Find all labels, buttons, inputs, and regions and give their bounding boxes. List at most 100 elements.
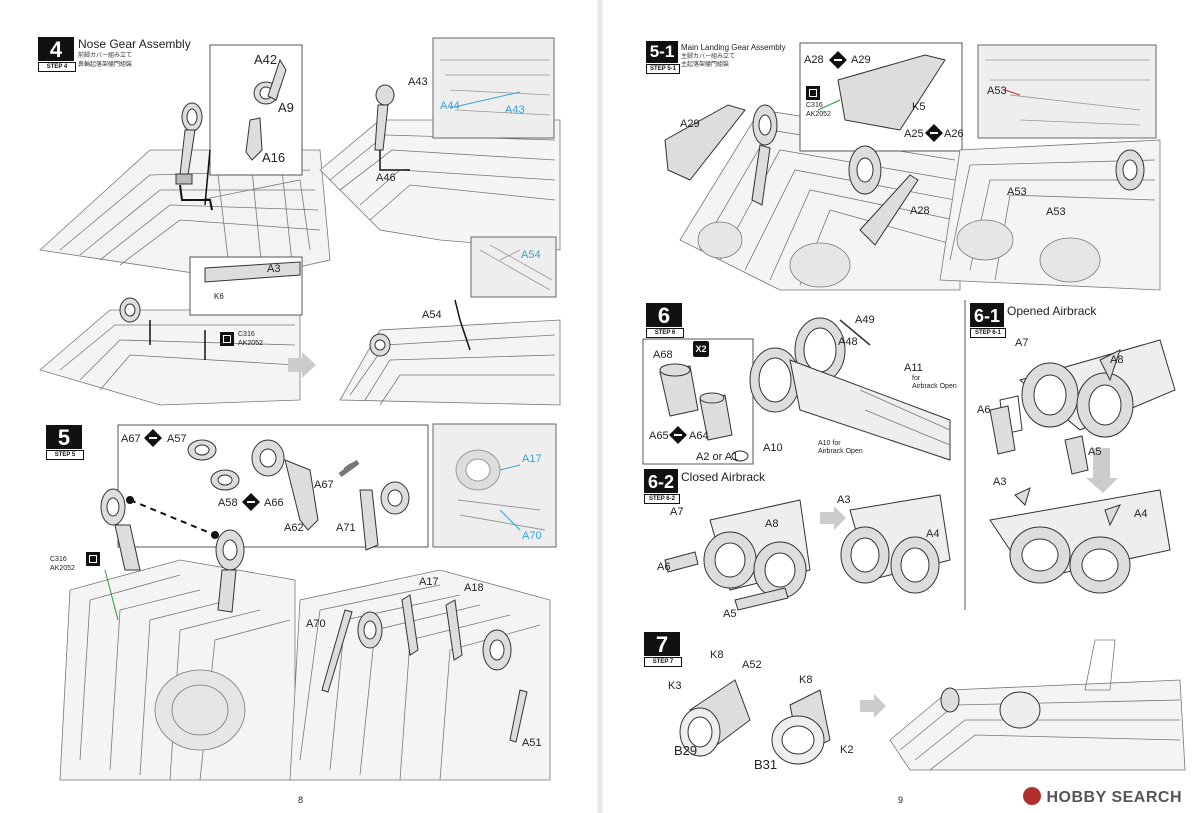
part-label-k5: K5 [912,101,926,113]
part-label-a29-box: A29 [851,54,871,66]
step4-subtitle-jp: 前脚カバー組み立て [78,53,133,59]
step6-exhaust-drawing [642,317,951,465]
step7-badge: 7 [644,632,680,657]
part-label-a68: A68 [653,349,673,361]
part-label-a53-inset: A53 [987,85,1007,97]
part-label-a5-open: A5 [1088,446,1102,458]
part-label-a5-closed: A5 [723,608,737,620]
paint-code-c316-step5-1: C316 [806,102,823,109]
part-label-a28-box: A28 [804,54,824,66]
step5-1-badge: 5-1 [646,41,678,63]
part-label-b31: B31 [754,757,778,772]
paint-code-ak2052-step5-1: AK2052 [806,111,831,118]
part-label-a52: A52 [742,659,762,671]
watermark-text: HOBBY SEARCH [1046,789,1182,806]
step4-nose-gear-drawing [39,37,561,406]
watermark: HOBBY SEARCH [1022,787,1183,807]
part-label-a48: A48 [838,336,858,348]
part-label-a67: A67 [121,433,141,445]
part-label-a26: A26 [944,128,964,140]
step4-number: 4 [49,37,63,62]
step6-2-number: 6-2 [647,472,674,492]
step5-number: 5 [57,425,71,450]
part-label-a4-closed: A4 [926,528,940,540]
step5-1-tag: STEP 5-1 [646,64,680,74]
step4-title: Nose Gear Assembly [78,37,191,51]
part-label-a43: A43 [408,76,428,88]
part-label-a64: A64 [689,430,709,442]
step5-1-inset-a53 [977,44,1157,139]
step4-inset-a44 [432,37,555,139]
part-label-a11: A11 [904,362,923,374]
step4-inset-a54 [470,236,557,298]
part-label-a7-closed: A7 [670,506,684,518]
part-label-a71: A71 [336,522,356,534]
part-label-k8-top: K8 [710,649,724,661]
paint-code-c316-step5: C316 [50,556,67,563]
part-label-a8-closed: A8 [765,518,779,530]
part-label-a70-inset: A70 [522,530,542,542]
page-gutter [597,0,603,813]
step5-1-title: Main Landing Gear Assembly [681,43,786,52]
step6-2-title: Closed Airbrack [681,470,766,484]
part-label-a53-lower: A53 [1046,206,1066,218]
part-label-a67-detail: A67 [314,479,334,491]
step6-tag: STEP 6 [646,328,684,338]
ref-arrow-icon-a67 [144,429,162,447]
part-label-a44: A44 [440,100,460,112]
step4-badge: 4 [38,37,74,62]
step5-badge: 5 [46,425,82,450]
step5-inset-a17-a70 [432,423,557,548]
part-label-a66: A66 [264,497,284,509]
part-label-a43-inset: A43 [505,104,525,116]
paint-icon-step5-1 [806,86,820,100]
part-label-a46: A46 [376,172,396,184]
part-label-a6-open: A6 [977,404,991,416]
step6-1-badge: 6-1 [970,303,1004,327]
part-label-a58: A58 [218,497,238,509]
part-label-a16: A16 [262,150,286,165]
part-label-a70: A70 [306,618,326,630]
ref-arrow-icon-a58 [242,493,260,511]
ref-arrow-icon-a29 [829,51,847,69]
step7-nozzle-drawing [679,639,1186,771]
paint-code-ak2052-step4: AK2052 [238,340,263,347]
step6-1-title: Opened Airbrack [1007,304,1097,318]
part-label-a17-inset: A17 [522,453,542,465]
part-label-k2: K2 [840,744,854,756]
step4-tag: STEP 4 [38,62,76,72]
part-label-a4-open: A4 [1134,508,1148,520]
page-number-left: 8 [298,795,304,805]
step6-2-closed-airbrake-drawing [664,494,951,611]
part-label-a3-open: A3 [993,476,1007,488]
quantity-x2-icon: X2 [693,341,709,357]
part-label-a3: A3 [267,263,281,275]
a10-airbrake-note: A10 for Airbrack Open [818,440,863,455]
part-label-a7-open: A7 [1015,337,1029,349]
hobby-search-logo-icon [1022,787,1041,805]
part-label-k6: K6 [214,292,224,301]
step5-1-number: 5-1 [649,42,675,61]
part-label-a42: A42 [254,52,278,67]
step6-1-tag: STEP 6-1 [970,328,1006,338]
step5-1-main-gear-drawing [664,42,1161,291]
part-label-a29: A29 [680,118,700,130]
part-label-a54: A54 [422,309,442,321]
step7-tag: STEP 7 [644,657,682,667]
part-label-a10: A10 [763,442,783,454]
step4-next-arrow [288,352,316,378]
step6-1-open-airbrake-drawing [989,339,1176,594]
step6-1-divider [964,300,966,610]
step5-1-subtitle-jp: 主脚カバー組み立て [681,54,736,60]
part-label-a2-or-a1: A2 or A1 [696,451,739,463]
part-label-a53-upper: A53 [1007,186,1027,198]
part-label-k8-right: K8 [799,674,813,686]
step6-detail-box [642,338,754,465]
part-label-a62: A62 [284,522,304,534]
a11-airbrake-note: for Airbrack Open [912,375,957,390]
part-label-b29: B29 [674,743,698,758]
part-label-a9: A9 [278,100,294,115]
step7-number: 7 [655,632,669,657]
part-label-a49: A49 [855,314,875,326]
